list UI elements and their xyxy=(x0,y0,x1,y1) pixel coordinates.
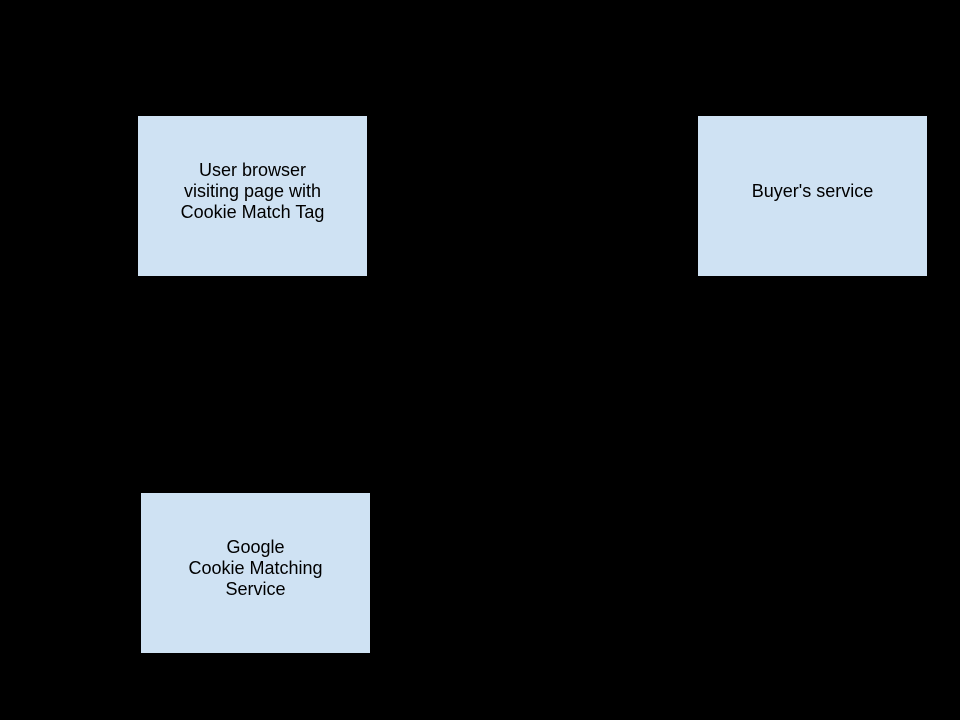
node-user-browser-line-3: Cookie Match Tag xyxy=(180,201,325,222)
node-google-cms-line-2: Cookie Matching xyxy=(188,557,323,578)
node-user-browser-line-2: visiting page with xyxy=(183,180,322,201)
node-buyers-service: Buyer's service xyxy=(697,115,928,277)
node-google-cookie-matching-service-label: Google Cookie Matching Service xyxy=(141,537,370,600)
node-user-browser-line-1: User browser xyxy=(198,159,307,180)
node-google-cms-line-1: Google xyxy=(226,536,285,557)
node-user-browser-label: User browser visiting page with Cookie M… xyxy=(138,160,367,223)
node-google-cookie-matching-service: Google Cookie Matching Service xyxy=(140,492,371,654)
node-buyers-service-line-1: Buyer's service xyxy=(751,180,874,201)
node-buyers-service-label: Buyer's service xyxy=(698,181,927,202)
node-user-browser: User browser visiting page with Cookie M… xyxy=(137,115,368,277)
node-google-cms-line-3: Service xyxy=(225,578,286,599)
